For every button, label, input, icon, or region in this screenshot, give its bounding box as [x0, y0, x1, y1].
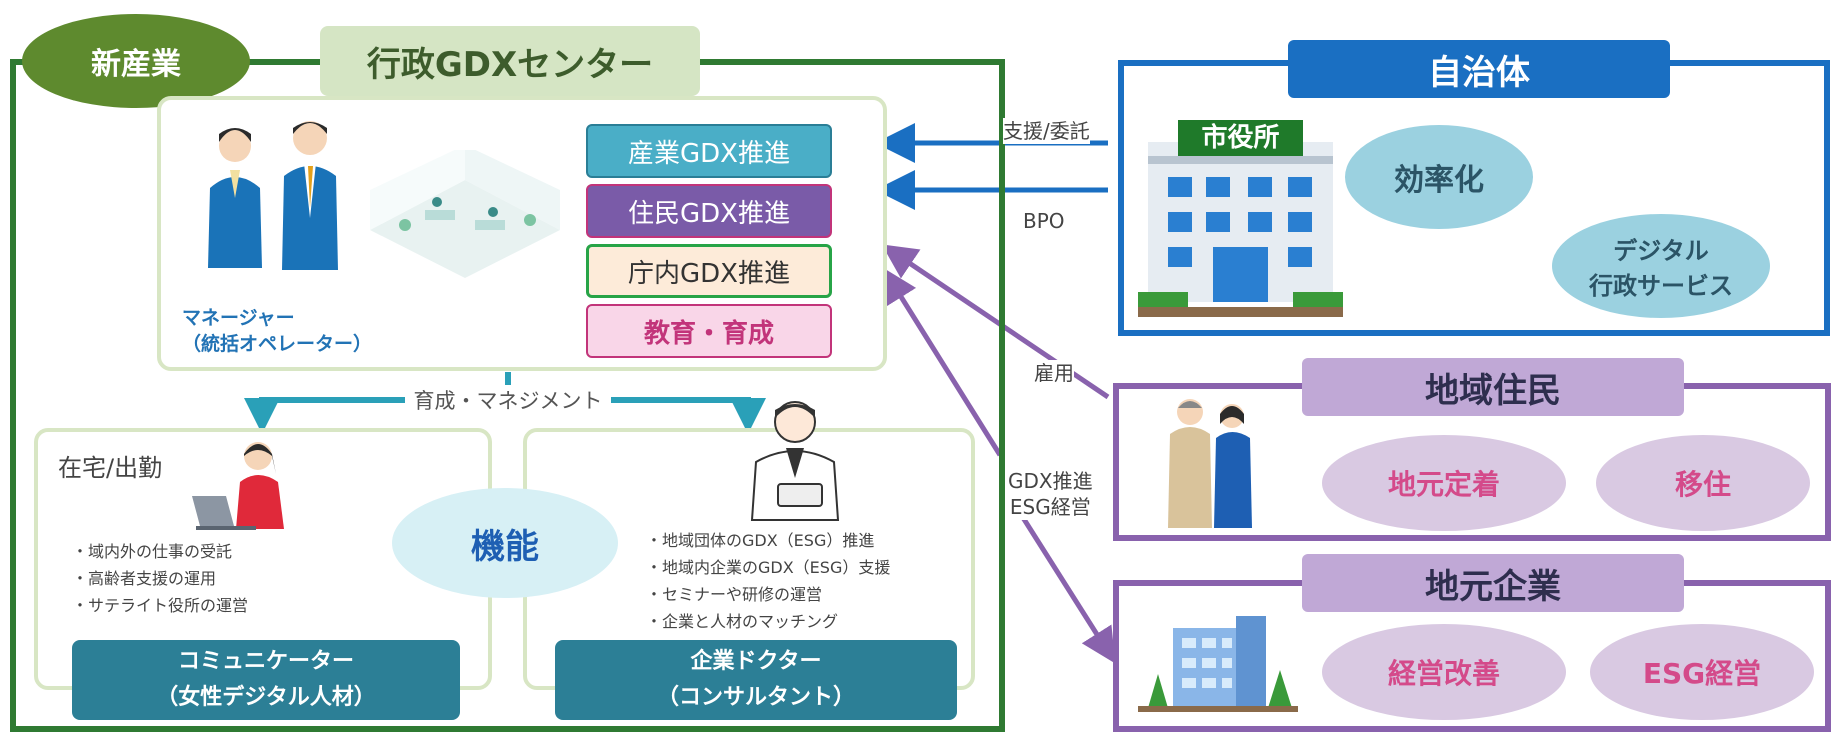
- communicator-role-line2: （女性デジタル人材）: [156, 685, 376, 710]
- support-outsourcing-label: 支援/委託: [1003, 118, 1090, 144]
- office-illustration: [370, 150, 560, 278]
- gdx-esg-label: GDX推進 ESG経営: [1008, 468, 1093, 520]
- city-hall-illustration: [1138, 120, 1343, 317]
- resident-gdx-item: 住民GDX推進: [586, 184, 832, 238]
- communicator-role-line1: コミュニケーター: [177, 649, 354, 674]
- company-building-illustration: [1138, 616, 1298, 712]
- company-doctor-bullet: ・企業と人材のマッチング: [646, 612, 839, 631]
- manager-label: マネージャー （統括オペレーター）: [182, 305, 442, 357]
- internal-gdx-item: 庁内GDX推進: [586, 244, 832, 298]
- digital-admin-line1: デジタル: [1613, 237, 1709, 265]
- company-doctor-role-line1: 企業ドクター: [690, 649, 822, 674]
- settle-locally-oval: 地元定着: [1322, 435, 1566, 531]
- company-doctor-bullet: ・セミナーや研修の運営: [646, 585, 823, 604]
- gdx-arrow-down: [1012, 503, 1116, 664]
- company-doctor-bullet: ・地域内企業のGDX（ESG）支援: [646, 558, 891, 577]
- doctor-illustration: [750, 401, 840, 521]
- bpo-label: BPO: [1023, 208, 1065, 234]
- education-item: 教育・育成: [586, 304, 832, 358]
- manager-label-line2: （統括オペレーター）: [182, 333, 373, 355]
- communicator-bullet: ・域内外の仕事の受託: [72, 542, 233, 561]
- communicator-bullet: ・高齢者支援の運用: [72, 569, 217, 588]
- relocation-oval: 移住: [1596, 435, 1810, 531]
- residents-title: 地域住民: [1302, 358, 1684, 416]
- residents-illustration: [1168, 399, 1252, 528]
- company-doctor-bullets: ・地域団体のGDX（ESG）推進 ・地域内企業のGDX（ESG）支援 ・セミナー…: [646, 527, 966, 635]
- company-doctor-bullet: ・地域団体のGDX（ESG）推進: [646, 531, 875, 550]
- industry-gdx-item: 産業GDX推進: [586, 124, 832, 178]
- gdx-arrow-up: [882, 267, 1003, 457]
- gdx-label-line2: ESG経営: [1009, 495, 1091, 519]
- digital-admin-line2: 行政サービス: [1589, 272, 1733, 300]
- manager-label-line1: マネージャー: [182, 307, 295, 329]
- company-doctor-role-line2: （コンサルタント）: [656, 685, 855, 710]
- municipality-title: 自治体: [1288, 40, 1670, 98]
- training-management-label: 育成・マネジメント: [405, 385, 611, 415]
- companies-title: 地元企業: [1302, 554, 1684, 612]
- employment-label: 雇用: [1034, 360, 1074, 386]
- gdx-center-title: 行政GDXセンター: [320, 26, 700, 96]
- work-style-label: 在宅/出勤: [58, 454, 163, 482]
- remote-worker-illustration: [192, 442, 284, 530]
- communicator-role: コミュニケーター （女性デジタル人材）: [72, 640, 460, 720]
- esg-management-oval: ESG経営: [1590, 624, 1814, 720]
- managers-illustration: [208, 121, 338, 270]
- communicator-bullets: ・域内外の仕事の受託 ・高齢者支援の運用 ・サテライト役所の運営: [72, 538, 372, 619]
- digital-admin-oval: デジタル 行政サービス: [1552, 214, 1770, 318]
- gdx-label-line1: GDX推進: [1008, 469, 1093, 493]
- efficiency-oval: 効率化: [1345, 125, 1533, 229]
- function-oval: 機能: [392, 488, 618, 598]
- company-doctor-role: 企業ドクター （コンサルタント）: [555, 640, 957, 720]
- communicator-bullet: ・サテライト役所の運営: [72, 596, 249, 615]
- new-industry-tag: 新産業: [22, 14, 250, 108]
- city-hall-sign: 市役所: [1201, 123, 1280, 153]
- management-improvement-oval: 経営改善: [1322, 624, 1566, 720]
